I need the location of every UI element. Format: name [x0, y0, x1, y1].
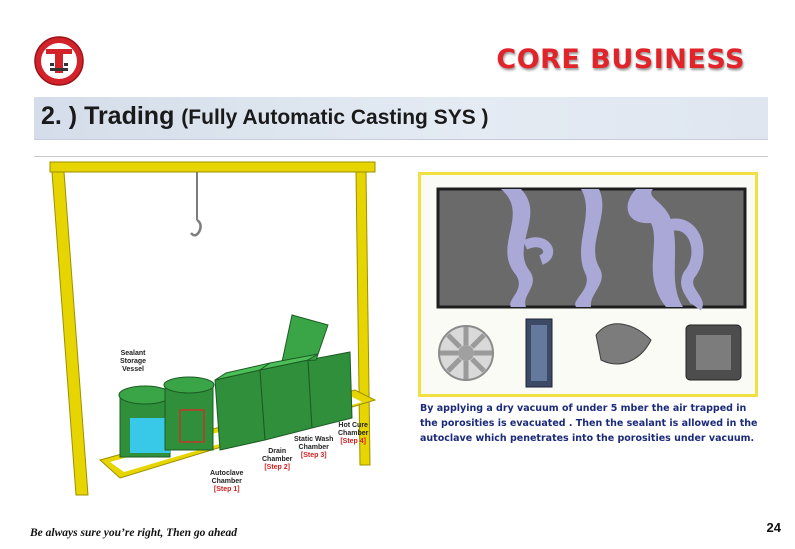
label-hot-cure-chamber: Hot Cure Chamber [Step 4] — [338, 422, 369, 445]
banner-main-text: 2. ) Trading — [41, 102, 182, 130]
step-3: [Step 3] — [300, 452, 327, 459]
porosity-panel — [418, 172, 758, 397]
divider-line — [34, 156, 768, 157]
machine-drawing — [49, 161, 377, 496]
page-number: 24 — [766, 520, 781, 535]
slide-banner: 2. ) Trading (Fully Automatic Casting SY… — [34, 97, 768, 140]
label-sealant-vessel: Sealant Storage Vessel — [120, 350, 147, 373]
banner-title: 2. ) Trading (Fully Automatic Casting SY… — [41, 102, 489, 131]
company-logo — [34, 36, 84, 86]
section-title: CORE BUSINESS — [496, 44, 745, 75]
footer-quote: Be always sure you’re right, Then go ahe… — [30, 527, 238, 539]
casting-system-illustration: Sealant Storage Vessel Autoclave Chamber… — [40, 160, 390, 505]
label-static-wash-chamber: Static Wash Chamber [Step 3] — [294, 436, 334, 459]
step-4: [Step 4] — [340, 438, 366, 445]
porosity-diagram — [436, 187, 747, 388]
label-drain-chamber: Drain Chamber [Step 2] — [262, 448, 293, 471]
panel-caption: By applying a dry vacuum of under 5 mber… — [420, 403, 758, 444]
step-2: [Step 2] — [264, 464, 290, 471]
label-autoclave-chamber: Autoclave Chamber [Step 1] — [210, 470, 244, 493]
banner-sub-text: (Fully Automatic Casting SYS ) — [181, 106, 489, 129]
step-1: [Step 1] — [213, 486, 240, 493]
